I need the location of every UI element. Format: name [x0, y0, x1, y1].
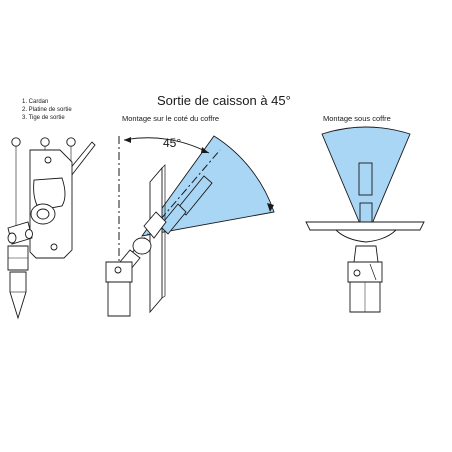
- callout-circle-1: [11, 137, 21, 147]
- legend-item-tige: 3. Tige de sortie: [22, 115, 65, 121]
- range-arrow: [267, 203, 274, 212]
- side-pivot: [114, 266, 122, 274]
- callout-circle-2: [40, 137, 50, 147]
- side-mount-view: [105, 135, 275, 317]
- diagram-title: Sortie de caisson à 45°: [157, 93, 291, 108]
- angle-arrow-right: [201, 147, 209, 153]
- under-mount-label: Montage sous coffre: [323, 114, 391, 123]
- plate-hole-bottom: [50, 243, 58, 251]
- box-bottom: [305, 221, 425, 231]
- under-mount-view: [305, 126, 425, 313]
- cardan-cross-left: [7, 232, 17, 244]
- legend-item-platine: 2. Platine de sortie: [22, 107, 72, 113]
- side-plate: [143, 211, 167, 239]
- under-fitting: [334, 229, 398, 243]
- side-shaft: [107, 281, 131, 317]
- angle-arc: [123, 137, 210, 154]
- side-mount-label: Montage sur le coté du coffre: [122, 114, 220, 123]
- cardan-tip: [9, 271, 27, 320]
- angle-label: 45°: [163, 136, 182, 150]
- plate-bearing-inner: [36, 208, 50, 220]
- angle-arrow-left: [124, 137, 131, 143]
- plate-boss: [33, 177, 66, 211]
- callout-circle-3: [66, 137, 76, 147]
- under-pivot: [353, 269, 361, 277]
- side-rod-lower: [159, 203, 187, 235]
- tilted-axis: [118, 149, 221, 269]
- cardan-cross-right: [25, 229, 33, 239]
- under-cardan: [353, 245, 379, 263]
- legend-item-cardan: 1. Cardan: [22, 99, 49, 105]
- under-bracket: [347, 261, 383, 283]
- exploded-components: [7, 137, 96, 320]
- under-rod-upper: [358, 162, 373, 196]
- side-bearing: [132, 237, 152, 255]
- box-wall: [149, 166, 163, 314]
- plate-hole-top: [44, 156, 52, 164]
